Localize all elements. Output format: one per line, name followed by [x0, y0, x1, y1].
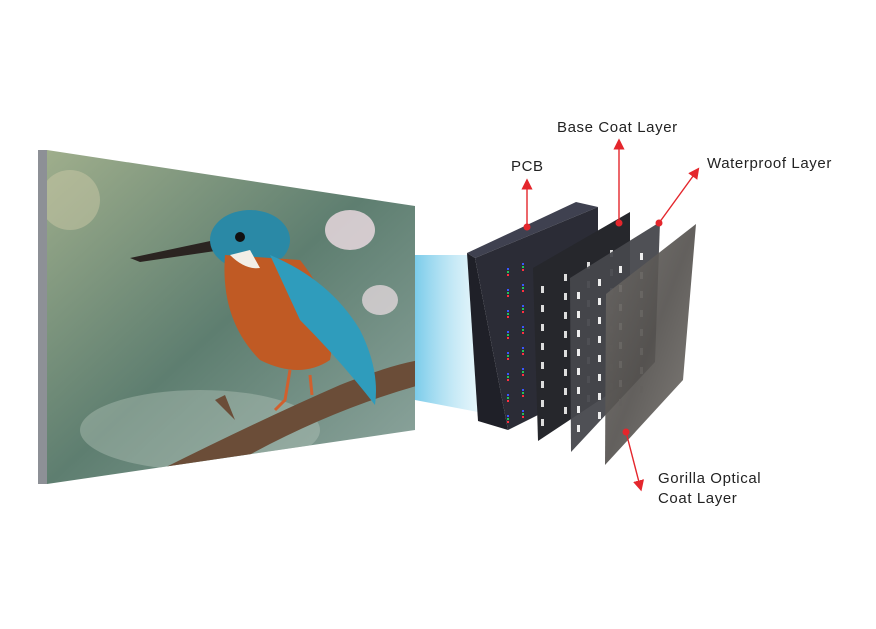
led-pixel: [507, 331, 509, 333]
layer-hole: [577, 292, 580, 299]
led-pixel: [522, 326, 524, 328]
led-pixel: [507, 271, 509, 273]
layer-hole: [541, 324, 544, 331]
layer-hole: [541, 305, 544, 312]
led-pixel: [522, 347, 524, 349]
layer-hole: [541, 419, 544, 426]
led-pixel: [522, 416, 524, 418]
layer-hole: [598, 298, 601, 305]
layer-hole: [564, 388, 567, 395]
led-screen: [38, 150, 415, 484]
led-pixel: [522, 287, 524, 289]
layer-hole: [598, 317, 601, 324]
led-pixel: [507, 373, 509, 375]
layer-hole: [619, 266, 622, 273]
layer-hole: [564, 331, 567, 338]
layer-hole: [640, 253, 643, 260]
base-coat-dot: [615, 219, 623, 227]
led-pixel: [507, 295, 509, 297]
led-pixel: [507, 292, 509, 294]
led-pixel: [507, 313, 509, 315]
led-pixel: [507, 352, 509, 354]
led-pixel: [522, 374, 524, 376]
layer-hole: [541, 362, 544, 369]
layer-hole: [564, 274, 567, 281]
layer-hole: [598, 279, 601, 286]
callout-arrows: [521, 138, 700, 492]
led-pixel: [522, 392, 524, 394]
led-pixel: [522, 371, 524, 373]
led-pixel: [507, 394, 509, 396]
led-pixel: [522, 395, 524, 397]
base-coat-label: Base Coat Layer: [557, 119, 678, 136]
layer-hole: [598, 355, 601, 362]
gorilla-arrow: [625, 431, 645, 492]
led-pixel: [522, 284, 524, 286]
waterproof-dot: [655, 219, 663, 227]
layer-hole: [541, 381, 544, 388]
waterproof-label: Waterproof Layer: [707, 155, 832, 172]
led-pixel: [522, 290, 524, 292]
led-pixel: [522, 308, 524, 310]
gorilla-optical-coat-layer: [605, 224, 696, 465]
layer-hole: [577, 368, 580, 375]
layer-hole: [598, 374, 601, 381]
layer-hole: [541, 343, 544, 350]
led-pixel: [522, 350, 524, 352]
led-pixel: [507, 310, 509, 312]
layer-hole: [577, 387, 580, 394]
led-pixel: [507, 397, 509, 399]
light-beam: [415, 255, 478, 412]
led-pixel: [522, 332, 524, 334]
layer-hole: [598, 393, 601, 400]
led-pixel: [507, 415, 509, 417]
layer-hole: [577, 330, 580, 337]
pcb-label: PCB: [511, 158, 544, 175]
led-pixel: [507, 274, 509, 276]
led-pixel: [507, 355, 509, 357]
led-pixel: [507, 289, 509, 291]
layer-hole: [598, 336, 601, 343]
led-pixel: [522, 263, 524, 265]
led-pixel: [522, 269, 524, 271]
gorilla-label-line2: Coat Layer: [658, 490, 738, 507]
led-pixel: [522, 410, 524, 412]
layer-hole: [564, 369, 567, 376]
gorilla-label-line1: Gorilla Optical: [658, 470, 762, 487]
layer-hole: [598, 412, 601, 419]
waterproof-arrow: [658, 167, 700, 224]
layer-hole: [577, 311, 580, 318]
layer-hole: [564, 407, 567, 414]
led-pixel: [507, 316, 509, 318]
led-pixel: [522, 389, 524, 391]
led-pixel: [507, 400, 509, 402]
led-pixel: [507, 334, 509, 336]
led-pixel: [507, 337, 509, 339]
layer-hole: [564, 293, 567, 300]
layer-hole: [541, 400, 544, 407]
gorilla-dot: [622, 428, 630, 436]
layer-hole: [577, 406, 580, 413]
led-pixel: [507, 358, 509, 360]
led-pixel: [522, 266, 524, 268]
led-pixel: [507, 376, 509, 378]
led-pixel: [522, 305, 524, 307]
layer-hole: [587, 262, 590, 269]
layer-hole: [577, 425, 580, 432]
led-pixel: [507, 418, 509, 420]
layer-hole: [541, 286, 544, 293]
led-pixel: [522, 353, 524, 355]
led-pixel: [507, 379, 509, 381]
led-pixel: [522, 311, 524, 313]
pcb-dot: [523, 223, 531, 231]
led-pixel: [507, 268, 509, 270]
layer-hole: [564, 350, 567, 357]
led-pixel: [507, 421, 509, 423]
led-pixel: [522, 413, 524, 415]
led-pixel: [522, 368, 524, 370]
kingfisher-image: [47, 170, 415, 470]
led-pixel: [522, 329, 524, 331]
layer-hole: [577, 349, 580, 356]
layer-hole: [564, 312, 567, 319]
